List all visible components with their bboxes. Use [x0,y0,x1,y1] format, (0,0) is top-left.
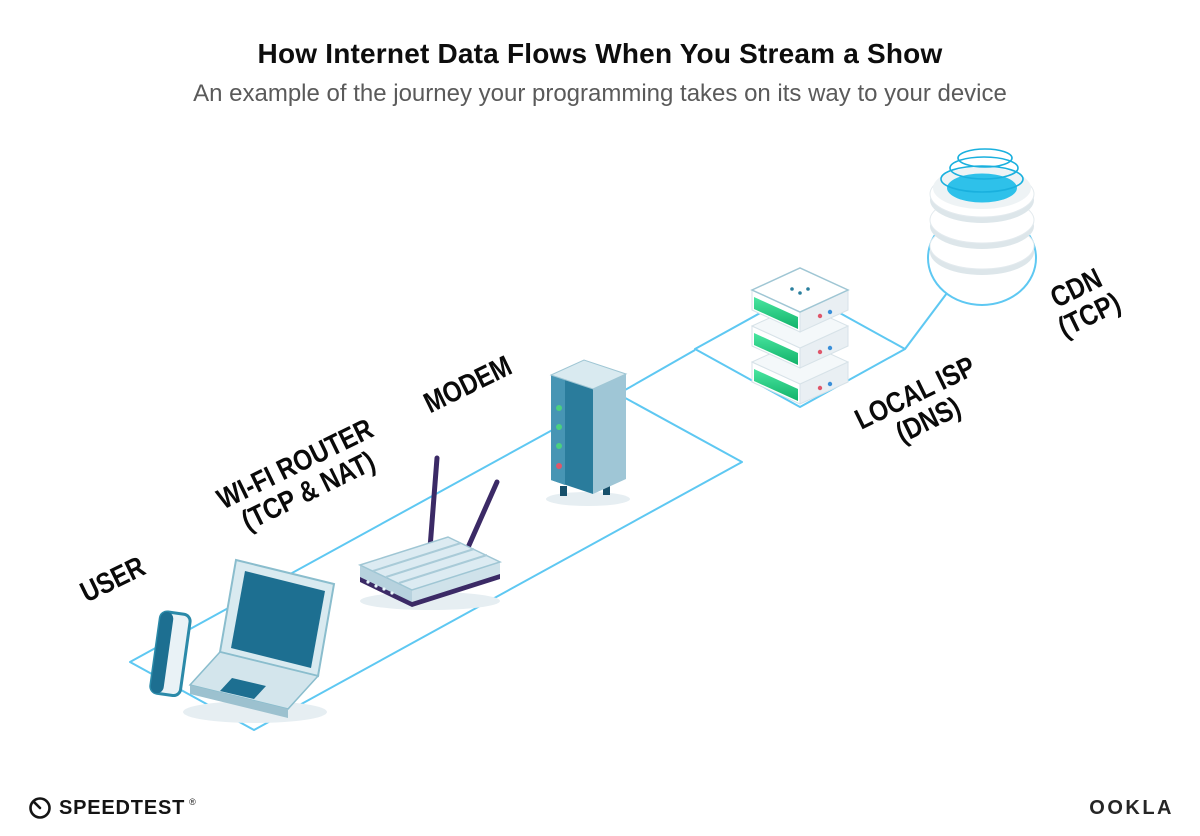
server-led-red [817,349,823,355]
server-unit-top [750,267,850,333]
speedtest-logo: SPEEDTEST ® [28,796,196,820]
router-side-left [360,565,412,602]
server-green-band [754,369,798,401]
phone-screen-edge [150,611,174,694]
page-title: How Internet Data Flows When You Stream … [257,38,943,69]
laptop-base-edge [190,685,288,718]
server-green-band [754,333,798,365]
speedtest-wordmark: SPEEDTEST [59,796,186,819]
modem-top [549,359,628,390]
router-device [357,455,503,607]
server-led-red [817,313,823,319]
modem-foot-right [603,485,610,495]
server-led-blue [827,309,833,315]
modem-foot-left [560,486,567,496]
cdn-vortex-rings [940,148,1024,193]
router-side-right [412,562,500,602]
laptop-screen-face [231,571,325,668]
phone-device [149,610,192,698]
router-antenna-left [427,455,440,551]
modem-leds [556,405,562,469]
router-antenna-right [463,479,500,555]
modem-front-strip [551,375,565,485]
server-led-blue [827,381,833,387]
cdn-database [929,148,1035,275]
server-green-band [754,297,798,329]
path-modem-to-isp [617,349,696,395]
page-subtitle: An example of the journey your programmi… [193,80,1007,107]
laptop-trackpad [220,678,266,699]
modem-side-right [593,374,626,494]
modem-device [549,359,628,496]
ookla-wordmark: OOKLA [1089,797,1174,819]
isp-server-stack [750,267,850,405]
path-isp-to-cdn [904,292,948,350]
ookla-logo: OOKLA [1089,797,1174,820]
footer: SPEEDTEST ® OOKLA [0,788,1200,822]
speedtest-gauge-icon [29,797,51,819]
router-leds [366,580,394,595]
cdn-cyan-pool [947,173,1017,203]
router-ridges [372,542,488,584]
speedtest-trademark: ® [189,797,196,807]
laptop-device [188,558,336,718]
server-led-red [817,385,823,391]
server-top-dots [790,287,810,295]
server-led-blue [827,345,833,351]
